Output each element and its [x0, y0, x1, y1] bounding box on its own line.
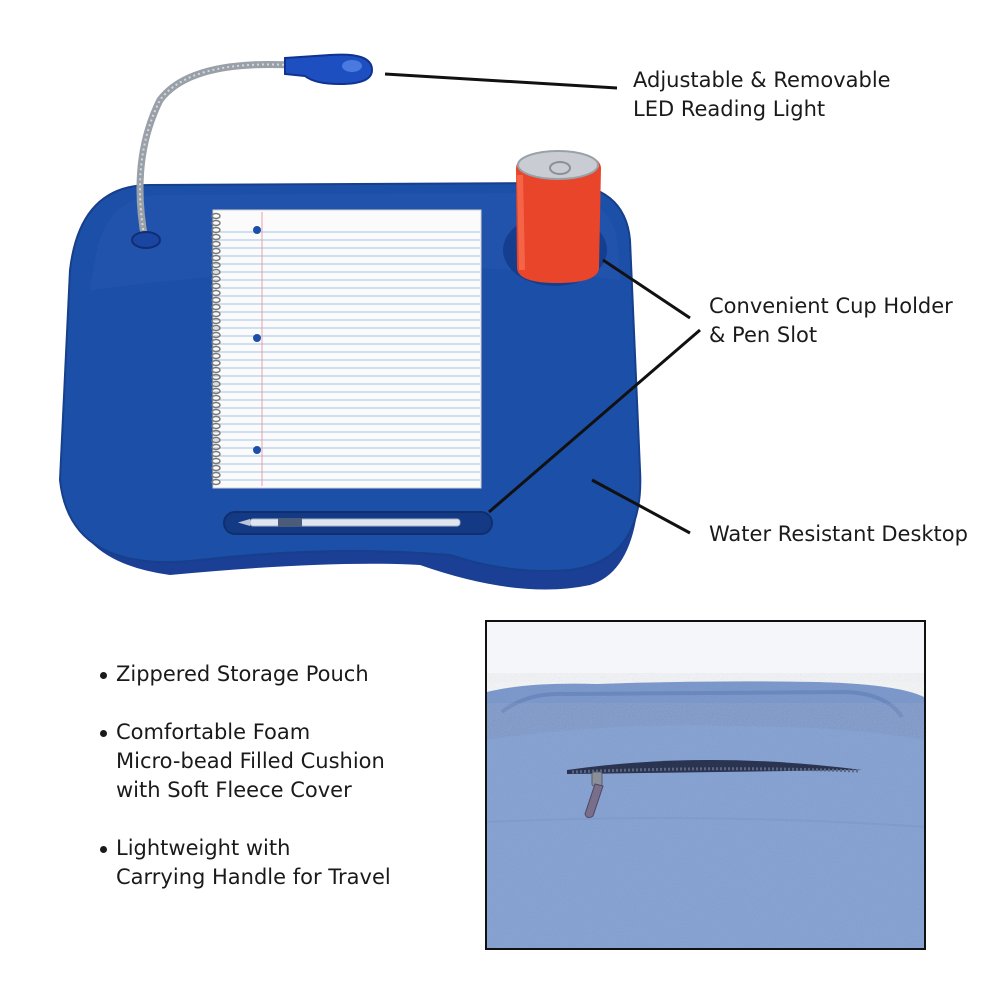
- callout-line-cup: [602, 258, 691, 320]
- feature-item: Zippered Storage Pouch: [100, 660, 391, 689]
- callout-reading-light: Adjustable & Removable LED Reading Light: [633, 66, 891, 124]
- callout-reading-light-line1: Adjustable & Removable: [633, 68, 891, 92]
- fleece-pouch-illustration: [487, 622, 924, 948]
- lap-desk-illustration: [58, 53, 701, 590]
- callout-line-light: [384, 72, 618, 90]
- lamp-base: [131, 231, 161, 249]
- callout-cup-holder: Convenient Cup Holder & Pen Slot: [709, 292, 953, 350]
- storage-pouch-closeup: [485, 620, 926, 950]
- callout-line-pen: [488, 328, 701, 514]
- zipper-pull-icon: [584, 771, 604, 819]
- callout-desktop-line1: Water Resistant Desktop: [709, 522, 968, 546]
- feature-list: Zippered Storage Pouch Comfortable Foam …: [100, 660, 391, 921]
- callout-desktop: Water Resistant Desktop: [709, 520, 968, 549]
- lamp-gooseneck: [136, 60, 294, 244]
- soda-can: [516, 152, 601, 283]
- pen: [238, 518, 461, 527]
- notebook: [211, 209, 482, 489]
- feature-item: Comfortable Foam Micro-bead Filled Cushi…: [100, 718, 391, 805]
- callout-reading-light-line2: LED Reading Light: [633, 97, 826, 121]
- callout-cup-holder-line1: Convenient Cup Holder: [709, 294, 953, 318]
- callout-line-desk: [591, 478, 691, 535]
- callout-cup-holder-line2: & Pen Slot: [709, 323, 818, 347]
- feature-item: Lightweight with Carrying Handle for Tra…: [100, 834, 391, 892]
